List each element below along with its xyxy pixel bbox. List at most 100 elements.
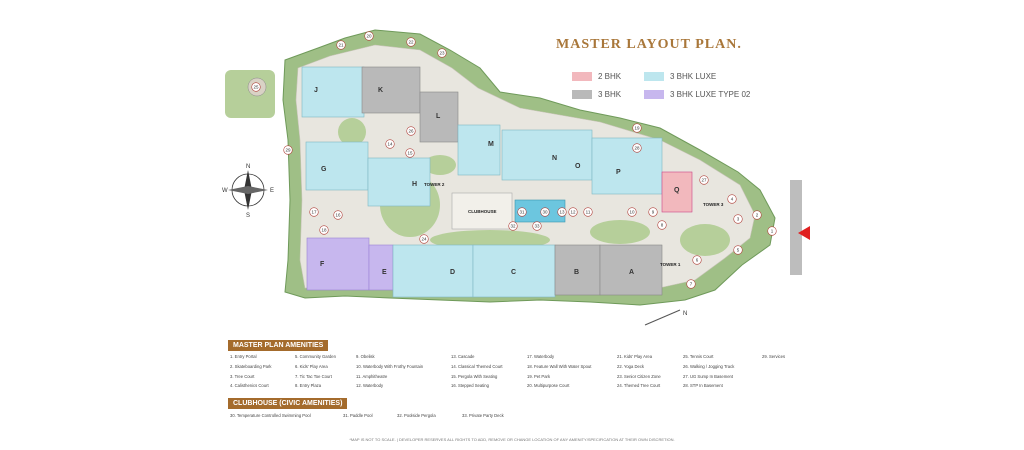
- garden-patch: [680, 224, 730, 256]
- amenity-marker-number: 22: [408, 40, 414, 45]
- compass-icon: [228, 170, 268, 210]
- amenity-item: 18. Feature Wall With Water Spout: [527, 364, 592, 369]
- compass-e: E: [270, 188, 274, 194]
- amenity-marker: [752, 210, 762, 220]
- clubhouse-amenities-heading: CLUBHOUSE (CIVIC AMENITIES): [228, 398, 348, 409]
- amenity-item: 23. Senior Citizen Zone: [617, 374, 661, 379]
- amenity-item: 10. Waterbody With Frothy Fountain: [356, 364, 424, 369]
- amenity-marker-number: 27: [701, 178, 707, 183]
- amenity-marker: [699, 175, 709, 185]
- tower-A: [599, 244, 663, 296]
- amenity-marker-number: 1: [771, 229, 774, 234]
- amenity-marker-number: 8: [661, 223, 664, 228]
- amenity-marker: [540, 207, 550, 217]
- legend-3bhk-luxe-type-02: 3 BHK LUXE TYPE 02: [644, 90, 750, 99]
- clubhouse-item: 31. Paddle Pool: [343, 413, 373, 418]
- amenity-marker: [406, 126, 416, 136]
- amenity-item: 12. Waterbody: [356, 383, 384, 388]
- amenity-marker-number: 30: [542, 210, 548, 215]
- amenity-item: 2. Skateboarding Park: [230, 364, 272, 369]
- tower-G: [305, 141, 369, 191]
- tower-2-label: TOWER 2: [424, 182, 445, 187]
- tower-label-N: N: [552, 155, 557, 162]
- amenity-item: 26. Walking / Jogging Track: [683, 364, 735, 369]
- tower-N: [501, 129, 593, 181]
- amenity-marker-number: 2: [756, 213, 759, 218]
- amenity-marker-number: 16: [335, 213, 341, 218]
- tower-label-G: G: [321, 166, 327, 173]
- tower-label-H: H: [412, 181, 417, 188]
- amenity-marker: [319, 225, 329, 235]
- amenity-marker: [283, 145, 293, 155]
- amenity-item: 11. Amphitheatre: [356, 374, 388, 379]
- amenity-marker: [733, 214, 743, 224]
- tower-label-Q: Q: [674, 187, 680, 194]
- amenity-marker-number: 10: [629, 210, 635, 215]
- tower-D: [392, 244, 474, 298]
- amenity-item: 28. STP In Basement: [683, 383, 723, 388]
- amenity-marker-number: 29: [285, 148, 291, 153]
- amenity-item: 22. Yoga Deck: [617, 364, 645, 369]
- amenity-item: 25. Tennis Court: [683, 354, 714, 359]
- amenity-marker: [333, 210, 343, 220]
- amenity-marker: [406, 37, 416, 47]
- amenity-marker-number: 5: [737, 248, 740, 253]
- tower-label-A: A: [629, 269, 634, 276]
- amenity-marker-number: 9: [652, 210, 655, 215]
- tower-K: [361, 66, 421, 114]
- tower-B: [554, 244, 601, 296]
- amenity-marker: [364, 31, 374, 41]
- tower-F: [306, 237, 370, 291]
- amenity-item: 3. Tree Court: [230, 374, 255, 379]
- amenity-marker: [648, 207, 658, 217]
- amenity-item: 19. Pet Park: [527, 374, 551, 379]
- garden-patch: [590, 220, 650, 244]
- tower-label-P: P: [616, 169, 621, 176]
- amenity-marker: [767, 226, 777, 236]
- garden-patch: [225, 70, 275, 118]
- tower-label-F: F: [320, 261, 325, 268]
- amenity-item: 21. Kids' Play Area: [617, 354, 653, 359]
- tower-H: [367, 157, 431, 207]
- amenity-item: 13. Cascade: [451, 354, 475, 359]
- amenity-marker-number: 21: [338, 43, 344, 48]
- amenity-item: 5. Community Garden: [295, 354, 336, 359]
- entry-road: [790, 180, 802, 275]
- compass-n: N: [246, 164, 250, 170]
- amenity-marker: [508, 221, 518, 231]
- page-title: MASTER LAYOUT PLAN.: [556, 37, 742, 52]
- amenity-item: 14. Classical Themed Court: [451, 364, 503, 369]
- amenity-marker: [251, 82, 261, 92]
- amenity-item: 9. Obelisk: [356, 354, 375, 359]
- tower-label-L: L: [436, 113, 441, 120]
- amenity-item: 29. Services: [762, 354, 786, 359]
- clubhouse-label: CLUBHOUSE: [468, 209, 497, 214]
- amenity-marker: [733, 245, 743, 255]
- amenity-marker-number: 13: [559, 210, 565, 215]
- amenity-marker-number: 31: [519, 210, 525, 215]
- tower-3-label: TOWER 3: [703, 202, 724, 207]
- legend-label: 2 BHK: [598, 72, 622, 81]
- amenity-marker-number: 25: [253, 85, 259, 90]
- legend-3bhk-luxe: 3 BHK LUXE: [644, 72, 716, 81]
- garden-patch: [338, 118, 366, 146]
- amenity-item: 6. Kids' Play Area: [295, 364, 328, 369]
- amenity-marker: [627, 207, 637, 217]
- compass-s: S: [246, 213, 250, 219]
- amenity-marker: [686, 279, 696, 289]
- amenity-marker: [532, 221, 542, 231]
- amenity-marker-number: 15: [407, 151, 413, 156]
- amenity-marker-number: 3: [737, 217, 740, 222]
- footnote: *MAP IS NOT TO SCALE. | DEVELOPER RESERV…: [349, 437, 675, 442]
- tower-label-D: D: [450, 269, 455, 276]
- clubhouse-item: 30. Temperature Controlled Swimming Pool: [230, 413, 311, 418]
- amenity-item: 16. Stepped Seating: [451, 383, 489, 388]
- tower-label-J: J: [314, 87, 318, 94]
- legend-label: 3 BHK LUXE TYPE 02: [670, 90, 751, 99]
- clubhouse-building: [451, 192, 513, 230]
- amenity-marker-number: 7: [690, 282, 693, 287]
- amenity-item: 8. Entry Plaza: [295, 383, 322, 388]
- tower-label-K: K: [378, 87, 383, 94]
- amenity-marker-number: 11: [586, 210, 591, 215]
- amenity-marker: [657, 220, 667, 230]
